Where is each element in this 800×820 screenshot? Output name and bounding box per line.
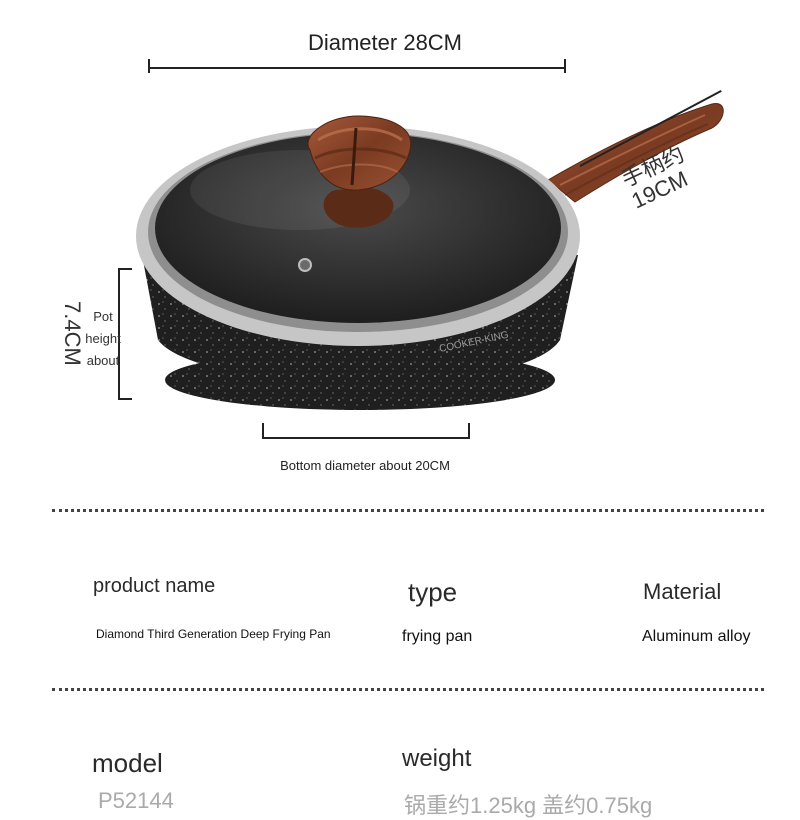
- spec-value-product-name: Diamond Third Generation Deep Frying Pan: [96, 627, 331, 641]
- bottom-bracket: [262, 423, 470, 439]
- spec-value-material: Aluminum alloy: [642, 628, 751, 645]
- spec-label-type: type: [408, 577, 458, 607]
- spec-label-weight: weight: [402, 745, 472, 772]
- spec-value-model: P52144: [98, 788, 174, 813]
- lid-knob: [307, 115, 412, 228]
- frying-pan-illustration: COOKER KING: [136, 103, 724, 410]
- diameter-label: Diameter 28CM: [307, 30, 463, 55]
- height-label: Pot height about: [85, 309, 121, 368]
- spec-label-model: model: [92, 748, 163, 778]
- diameter-bracket: [148, 59, 566, 73]
- bottom-diameter-label: Bottom diameter about 20CM: [280, 458, 450, 473]
- divider-top: [52, 509, 764, 512]
- spec-value-weight: 锅重约1.25kg 盖约0.75kg: [404, 793, 653, 818]
- divider-middle: [52, 688, 764, 691]
- spec-value-type: frying pan: [402, 628, 473, 645]
- height-bracket: [118, 268, 132, 400]
- spec-label-material: Material: [643, 579, 722, 604]
- spec-label-product-name: product name: [93, 575, 216, 597]
- pan-handle: [547, 103, 724, 203]
